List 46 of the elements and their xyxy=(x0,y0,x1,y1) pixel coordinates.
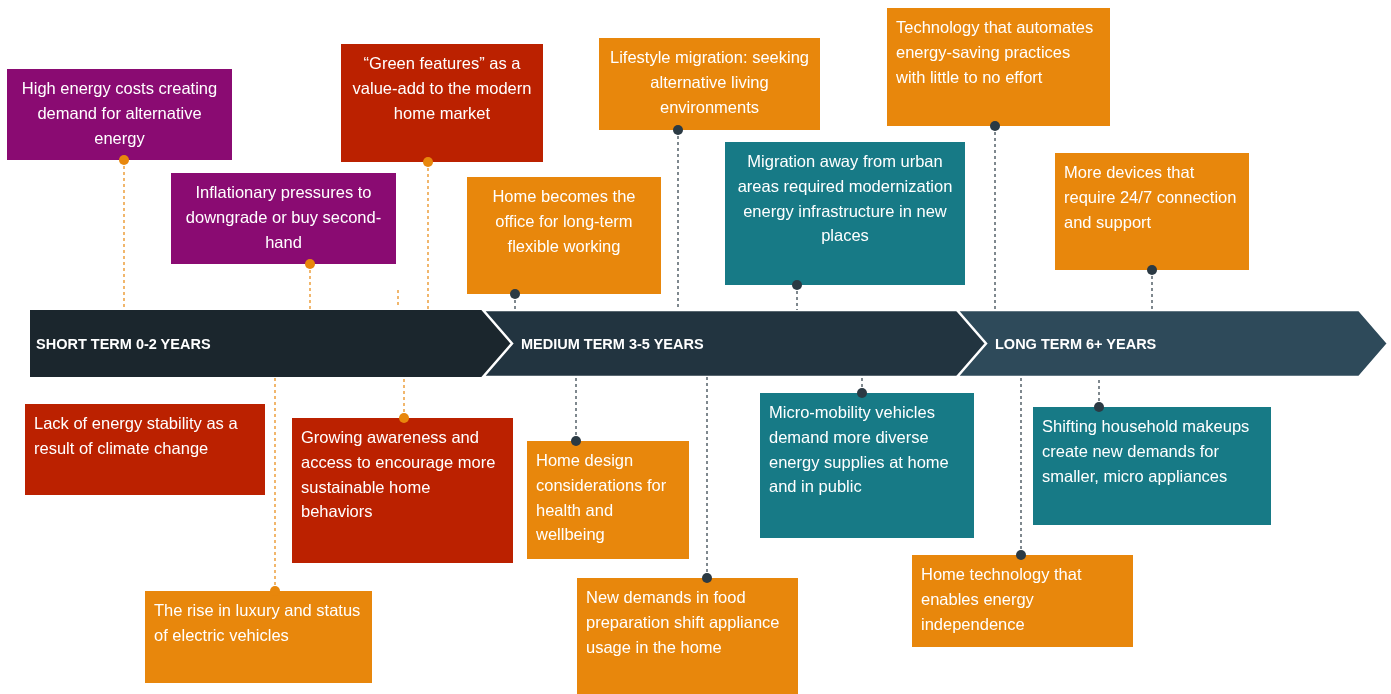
callout-text: Growing awareness and access to encourage more sustainable home behaviors xyxy=(301,427,497,523)
callout-text: High energy costs creating demand for alternative energy xyxy=(20,78,219,149)
callout-text: Shifting household makeups create new demands for smaller, micro appliances xyxy=(1042,416,1251,487)
leader-line xyxy=(1147,265,1157,311)
leader-line xyxy=(571,376,581,446)
leader-line xyxy=(1016,376,1026,560)
callout-text: Lifestyle migration: seeking alternative living environments xyxy=(609,47,810,118)
callout-box xyxy=(912,555,1133,647)
callout-box xyxy=(527,441,689,559)
callout-text: Lack of energy stability as a result of climate change xyxy=(34,413,239,459)
callout-box xyxy=(577,578,798,694)
callout-box xyxy=(725,142,965,285)
callout-box xyxy=(7,69,232,160)
callout-text: The rise in luxury and status of electric vehicles xyxy=(154,600,362,646)
callout-box xyxy=(292,418,513,563)
leader-line xyxy=(702,376,712,583)
callout-text: Micro-mobility vehicles demand more diverse energy supplies at home and in public xyxy=(769,402,950,498)
callout-box xyxy=(599,38,820,130)
leader-line xyxy=(792,280,802,311)
callout-text: Migration away from urban areas required modernization energy infrastructure in new places xyxy=(736,151,954,247)
callout-box xyxy=(25,404,265,495)
callout-box xyxy=(887,8,1110,126)
leader-line xyxy=(399,376,409,423)
callout-text: New demands in food preparation shift appliance usage in the home xyxy=(586,587,781,658)
timeline-label: SHORT TERM 0-2 YEARS xyxy=(36,335,211,352)
callout-box xyxy=(145,591,372,683)
leader-line xyxy=(423,157,433,311)
callout-box xyxy=(341,44,543,162)
callout-text: “Green features” as a value-add to the modern home market xyxy=(351,53,533,124)
callout-box xyxy=(171,173,396,264)
timeline-label: LONG TERM 6+ YEARS xyxy=(995,335,1157,352)
callout-box xyxy=(760,393,974,538)
timeline-label: MEDIUM TERM 3-5 YEARS xyxy=(521,335,704,352)
leader-line xyxy=(857,376,867,398)
callout-text: Home becomes the office for long-term flexible working xyxy=(491,186,637,257)
callout-box xyxy=(1033,407,1271,525)
callout-box xyxy=(467,177,661,294)
callout-text: More devices that require 24/7 connection and support xyxy=(1064,162,1238,233)
callout-text: Inflationary pressures to downgrade or buy second-hand xyxy=(184,182,383,253)
callout-text: Home technology that enables energy independence xyxy=(921,564,1083,635)
callout-box xyxy=(1055,153,1249,270)
callout-text: Home design considerations for health and wellbeing xyxy=(536,450,668,546)
callout-text: Technology that automates energy-saving practices with little to no effort xyxy=(896,17,1095,88)
leader-line xyxy=(510,289,520,311)
leader-line xyxy=(305,259,315,311)
leader-line xyxy=(990,121,1000,311)
